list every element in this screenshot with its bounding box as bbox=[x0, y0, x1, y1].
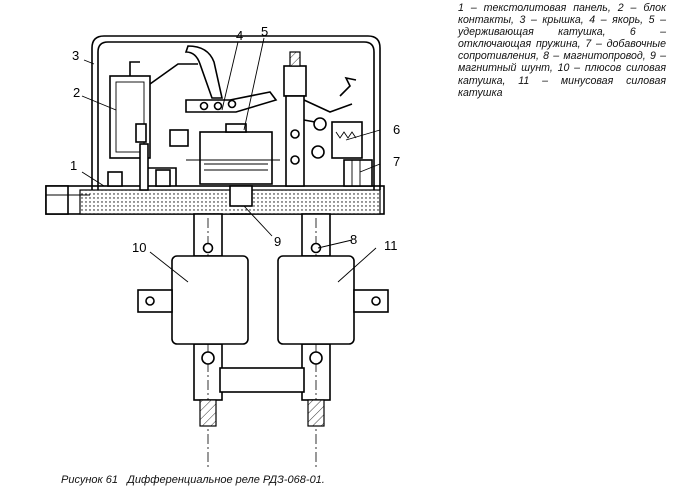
callout-labels: 1 2 3 4 5 6 7 8 9 10 11 bbox=[70, 24, 400, 255]
contact-post bbox=[283, 51, 353, 187]
disconnect-spring bbox=[311, 76, 363, 159]
callout-leaders bbox=[81, 37, 381, 283]
magnetic-shunt bbox=[229, 185, 253, 215]
callout-1: 1 bbox=[70, 158, 77, 173]
callout-2: 2 bbox=[73, 85, 80, 100]
plus-power-coil bbox=[137, 255, 249, 345]
additional-resistors bbox=[343, 159, 373, 187]
callout-11: 11 bbox=[384, 238, 398, 253]
cover bbox=[91, 35, 381, 190]
textolite-panel bbox=[45, 185, 385, 215]
legend-text: 1 – текстолитовая панель, 2 – блок конта… bbox=[458, 2, 666, 99]
figure-caption: Рисунок 61 Дифференциальное реле РДЗ-068… bbox=[61, 474, 325, 486]
magnetic-circuit bbox=[193, 213, 331, 470]
armature bbox=[184, 45, 278, 113]
minus-power-coil bbox=[277, 255, 389, 345]
callout-5: 5 bbox=[261, 24, 268, 39]
callout-3: 3 bbox=[72, 48, 79, 63]
contact-block bbox=[107, 61, 198, 191]
callout-8: 8 bbox=[350, 232, 357, 247]
callout-9: 9 bbox=[274, 234, 281, 249]
callout-10: 10 bbox=[132, 240, 146, 255]
callout-6: 6 bbox=[393, 122, 400, 137]
callout-7: 7 bbox=[393, 154, 400, 169]
callout-4: 4 bbox=[236, 28, 243, 43]
holding-coil bbox=[186, 123, 280, 185]
